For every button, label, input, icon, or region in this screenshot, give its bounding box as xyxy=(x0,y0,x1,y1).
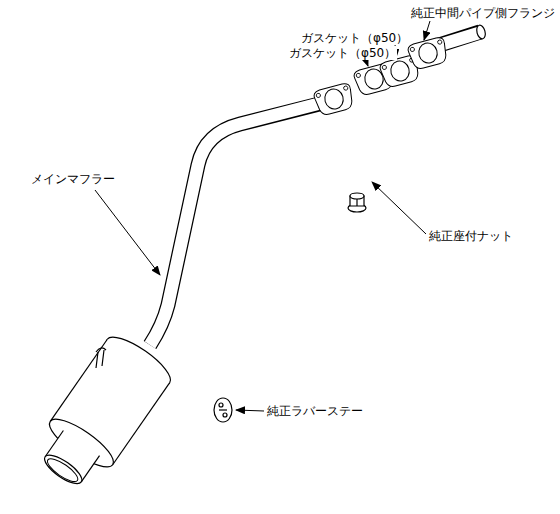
gasket xyxy=(353,54,422,97)
part-label: 純正座付ナット xyxy=(428,229,514,243)
part-label: ガスケット（φ50） xyxy=(300,31,409,45)
main-pipe xyxy=(150,100,335,345)
part-label: 純正中間パイプ側フランジ xyxy=(410,6,556,20)
part-label: ガスケット（φ50） xyxy=(288,46,397,60)
part-label: メインマフラー xyxy=(30,172,116,186)
leader-line xyxy=(95,21,430,411)
part-label: 純正ラバーステー xyxy=(266,404,364,418)
flange-nut xyxy=(348,193,366,212)
hanger-bracket xyxy=(96,348,106,368)
rubber-stay xyxy=(214,398,232,422)
muffler-body xyxy=(27,329,176,497)
pipe-flange xyxy=(313,82,356,117)
oem-flange xyxy=(407,24,487,70)
